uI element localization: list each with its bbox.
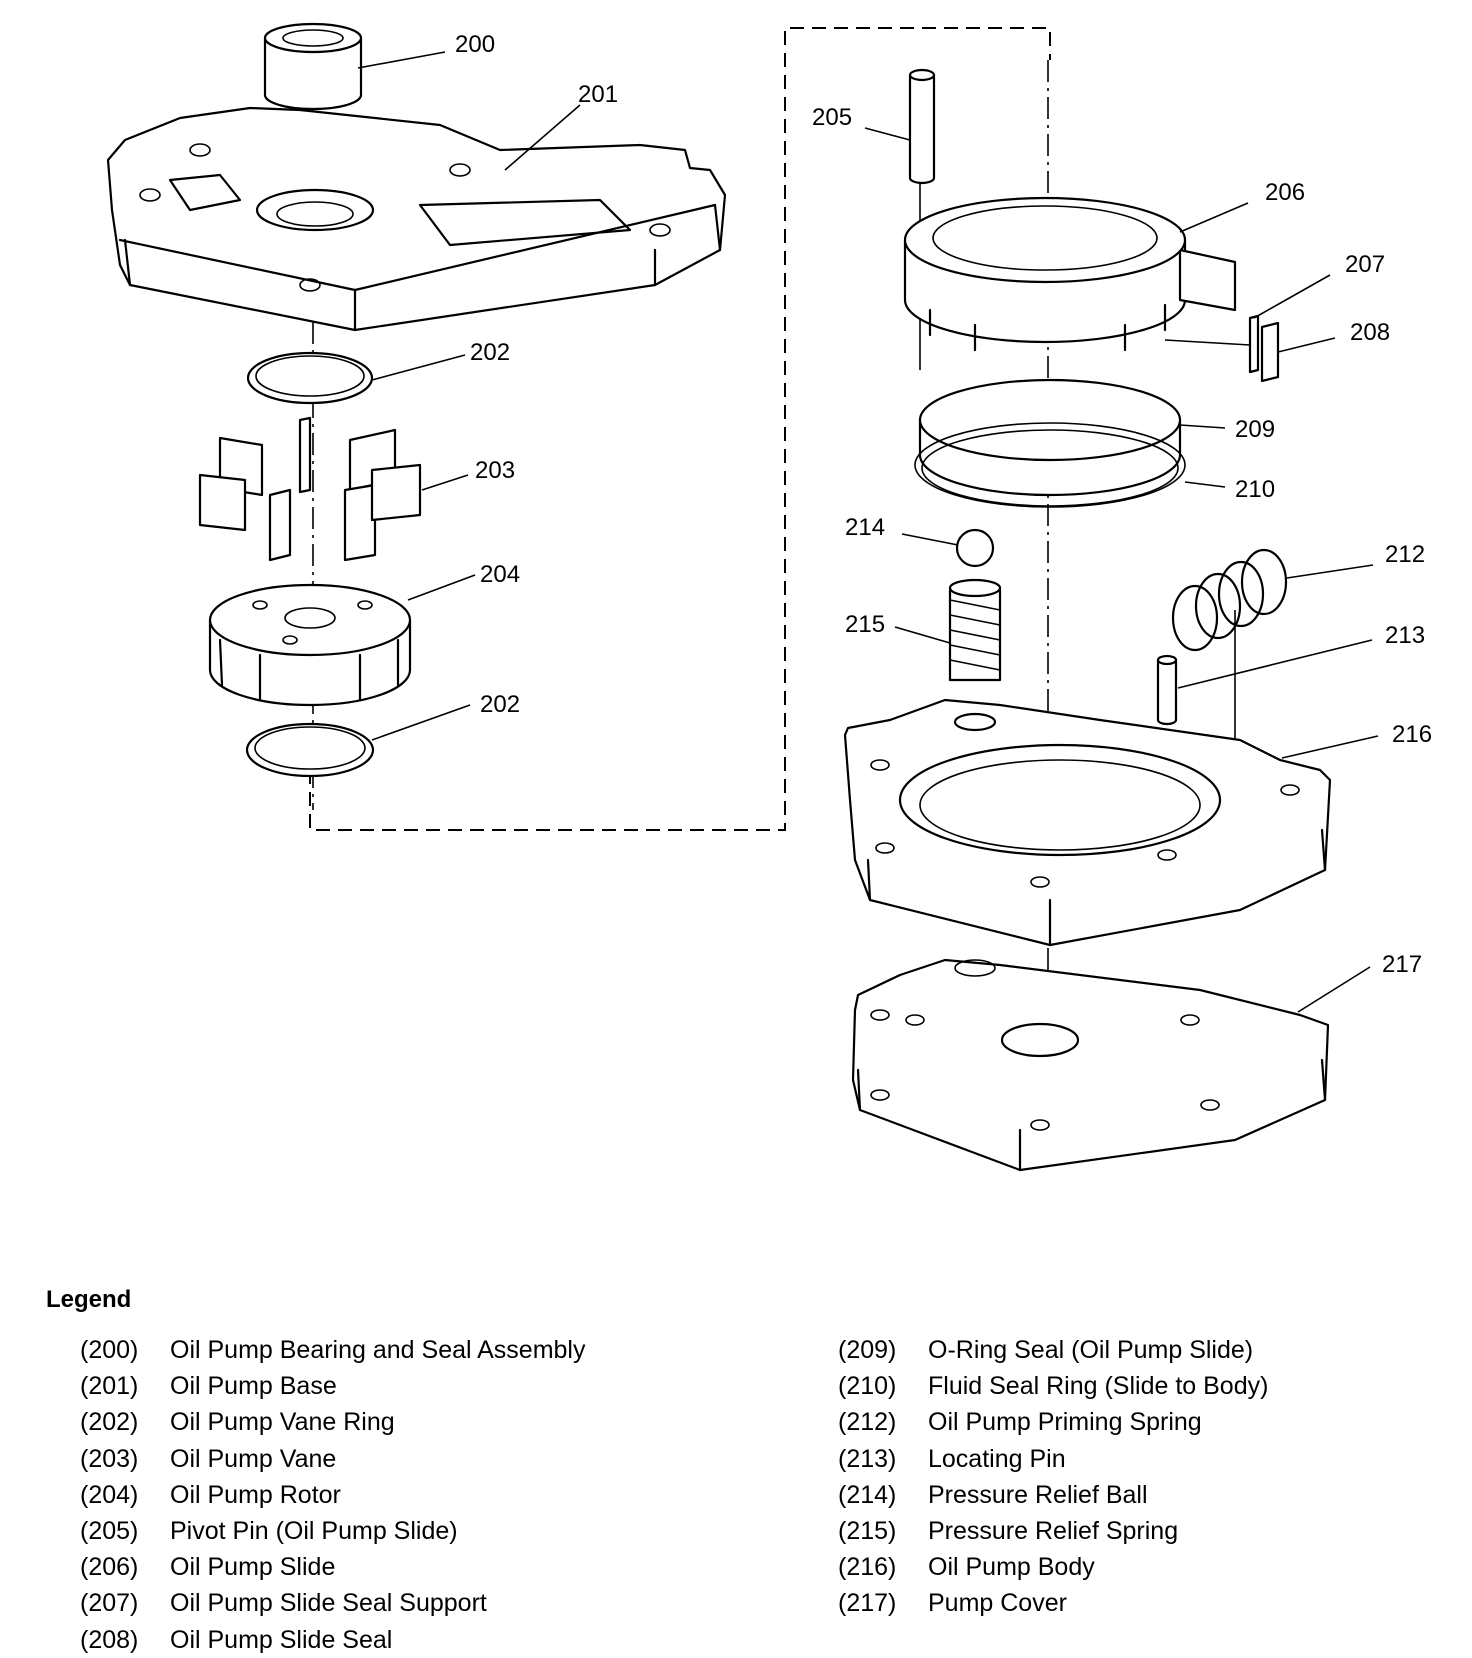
legend-item: (207)Oil Pump Slide Seal Support xyxy=(80,1589,487,1618)
callout-214: 214 xyxy=(845,514,885,541)
oil-pump-slide-part xyxy=(903,196,1237,352)
locating-pin-part xyxy=(1156,654,1178,726)
vane-ring-upper-part xyxy=(246,351,374,405)
legend-left-column: (200)Oil Pump Bearing and Seal Assembly … xyxy=(80,1332,586,1658)
callout-leaders xyxy=(357,51,1379,1013)
callout-217: 217 xyxy=(1382,951,1422,978)
oil-pump-bearing-part xyxy=(263,22,363,111)
callout-203: 203 xyxy=(475,457,515,484)
callout-207: 207 xyxy=(1345,251,1385,278)
legend-right-column: (209)O-Ring Seal (Oil Pump Slide) (210)F… xyxy=(838,1332,1268,1622)
callout-209: 209 xyxy=(1235,416,1275,443)
assembly-connection-line xyxy=(309,27,1051,831)
callout-202-lower: 202 xyxy=(480,691,520,718)
pivot-pin-part xyxy=(908,68,936,185)
legend-item: (212)Oil Pump Priming Spring xyxy=(838,1408,1202,1437)
callout-202-upper: 202 xyxy=(470,339,510,366)
vane-ring-lower-part xyxy=(245,722,375,778)
legend-item: (213)Locating Pin xyxy=(838,1444,1066,1473)
legend-item: (204)Oil Pump Rotor xyxy=(80,1480,341,1509)
oil-pump-rotor-part xyxy=(208,583,412,707)
legend-title: Legend xyxy=(46,1286,132,1313)
legend-item: (214)Pressure Relief Ball xyxy=(838,1480,1148,1509)
exploded-parts-diagram: 200 201 202 203 204 202 205 206 207 208 … xyxy=(106,22,1432,1172)
slide-seal-parts xyxy=(1248,314,1280,383)
callout-212: 212 xyxy=(1385,541,1425,568)
legend-item: (208)Oil Pump Slide Seal xyxy=(80,1625,393,1654)
pressure-relief-ball-part xyxy=(955,528,995,568)
legend-item: (215)Pressure Relief Spring xyxy=(838,1516,1179,1545)
legend-item: (202)Oil Pump Vane Ring xyxy=(80,1408,395,1437)
priming-spring-part xyxy=(1171,548,1288,652)
callout-206: 206 xyxy=(1265,179,1305,206)
callout-210: 210 xyxy=(1235,476,1275,503)
legend-item: (217)Pump Cover xyxy=(838,1589,1067,1618)
callout-200: 200 xyxy=(455,31,495,58)
slide-seal-rings-part xyxy=(914,378,1186,508)
legend-item: (216)Oil Pump Body xyxy=(838,1553,1095,1582)
callout-205: 205 xyxy=(812,104,852,131)
callout-201: 201 xyxy=(578,81,618,108)
legend-item: (210)Fluid Seal Ring (Slide to Body) xyxy=(838,1372,1269,1401)
callout-215: 215 xyxy=(845,611,885,638)
callout-204: 204 xyxy=(480,561,520,588)
legend-item: (200)Oil Pump Bearing and Seal Assembly xyxy=(80,1336,586,1364)
legend-item: (201)Oil Pump Base xyxy=(80,1372,337,1401)
callout-216: 216 xyxy=(1392,721,1432,748)
pump-cover-part xyxy=(851,958,1330,1172)
oil-pump-base-part xyxy=(106,106,727,332)
oil-pump-vanes-part xyxy=(198,416,422,562)
oil-pump-body-part xyxy=(843,698,1332,947)
legend-item: (209)O-Ring Seal (Oil Pump Slide) xyxy=(838,1336,1254,1364)
callout-208: 208 xyxy=(1350,319,1390,346)
legend-item: (203)Oil Pump Vane xyxy=(80,1444,337,1473)
pressure-relief-spring-part xyxy=(948,578,1002,682)
callout-213: 213 xyxy=(1385,622,1425,649)
legend-item: (205)Pivot Pin (Oil Pump Slide) xyxy=(80,1516,458,1545)
legend-item: (206)Oil Pump Slide xyxy=(80,1553,336,1582)
